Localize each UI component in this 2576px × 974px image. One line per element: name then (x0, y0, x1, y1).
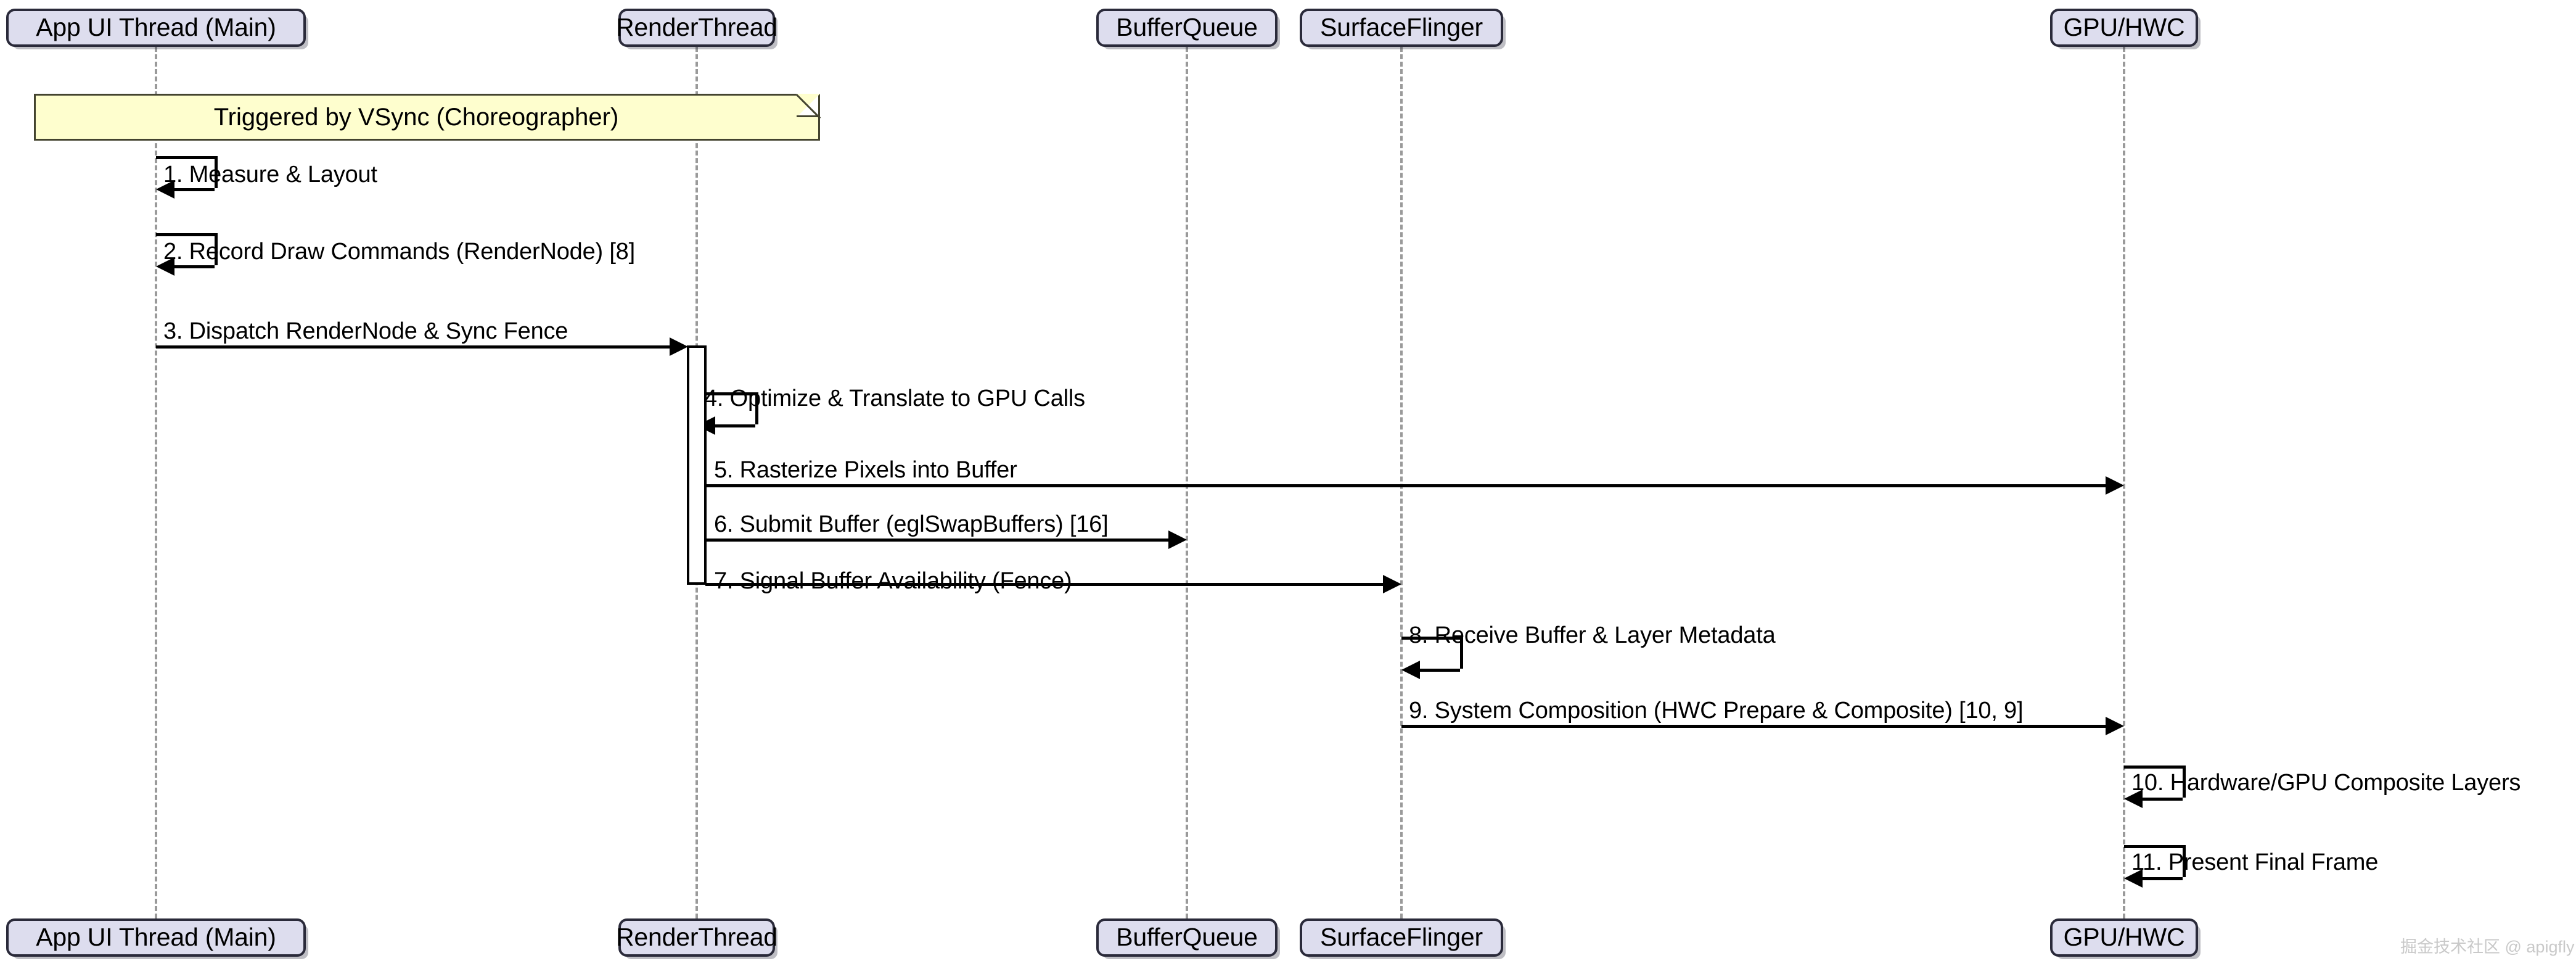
participant-bq-bottom[interactable]: BufferQueue (1096, 918, 1278, 957)
msg-2-label: 2. Record Draw Commands (RenderNode) [8] (163, 239, 635, 265)
participant-label: RenderThread (616, 923, 777, 952)
msg-1-self-right (215, 156, 218, 188)
msg-11-self-right (2183, 845, 2186, 877)
participant-sf-bottom[interactable]: SurfaceFlinger (1300, 918, 1503, 957)
msg-1-arrowhead (156, 180, 174, 199)
msg-5-arrowhead (2106, 476, 2124, 495)
msg-9-arrowhead (2106, 717, 2124, 735)
watermark-text: 掘金技术社区 @ apigfly (2400, 938, 2575, 956)
msg-7-label: 7. Signal Buffer Availability (Fence) (714, 568, 1072, 594)
msg-1-label: 1. Measure & Layout (163, 162, 377, 188)
participant-ui-bottom[interactable]: App UI Thread (Main) (6, 918, 306, 957)
msg-9-line (1401, 725, 2108, 728)
msg-2-self-bottom (174, 265, 215, 268)
participant-bq-top[interactable]: BufferQueue (1096, 9, 1278, 47)
msg-2-self-right (215, 233, 218, 265)
participant-label: BufferQueue (1116, 923, 1258, 952)
lifeline-gpu (2123, 47, 2125, 918)
msg-10-arrowhead (2124, 790, 2143, 808)
note-fold-bottom-line (797, 115, 820, 117)
msg-7-arrowhead (1383, 575, 1401, 593)
msg-4-label: 4. Optimize & Translate to GPU Calls (704, 386, 1085, 411)
msg-8-self-right (1460, 637, 1463, 669)
participant-label: SurfaceFlinger (1320, 923, 1483, 952)
msg-4-self-bottom (715, 424, 755, 427)
lifeline-sf (1400, 47, 1403, 918)
lifeline-ui (155, 47, 157, 918)
participant-label: App UI Thread (Main) (36, 923, 276, 952)
note-corner-cut (797, 94, 820, 117)
participant-label: GPU/HWC (2063, 13, 2185, 42)
participant-gpu-top[interactable]: GPU/HWC (2050, 9, 2198, 47)
participant-label: GPU/HWC (2063, 923, 2185, 952)
participant-label: RenderThread (616, 13, 777, 42)
participant-label: SurfaceFlinger (1320, 13, 1483, 42)
msg-2-self-top (156, 233, 215, 236)
participant-rt-top[interactable]: RenderThread (616, 9, 777, 47)
participant-gpu-bottom[interactable]: GPU/HWC (2050, 918, 2198, 957)
msg-3-label: 3. Dispatch RenderNode & Sync Fence (163, 318, 568, 344)
msg-8-label: 8. Receive Buffer & Layer Metadata (1409, 622, 1776, 648)
msg-4-self-right (755, 392, 758, 424)
msg-2-arrowhead (156, 257, 174, 276)
msg-1-self-top (156, 156, 215, 159)
msg-1-self-bottom (174, 188, 215, 191)
msg-4-self-top (697, 392, 755, 395)
msg-10-self-top (2124, 766, 2183, 769)
msg-5-line (705, 484, 2108, 487)
lifeline-bq (1186, 47, 1188, 918)
vsync-note: Triggered by VSync (Choreographer) (34, 94, 820, 141)
msg-5-label: 5. Rasterize Pixels into Buffer (714, 457, 1017, 483)
msg-9-label: 9. System Composition (HWC Prepare & Com… (1409, 698, 2024, 724)
msg-6-line (705, 539, 1171, 542)
msg-8-arrowhead (1401, 661, 1420, 679)
msg-11-self-top (2124, 845, 2183, 848)
participant-label: BufferQueue (1116, 13, 1258, 42)
participant-rt-bottom[interactable]: RenderThread (616, 918, 777, 957)
msg-11-label: 11. Present Final Frame (2131, 849, 2379, 875)
msg-6-label: 6. Submit Buffer (eglSwapBuffers) [16] (714, 511, 1109, 537)
msg-11-self-bottom (2143, 877, 2183, 880)
participant-ui-top[interactable]: App UI Thread (Main) (6, 9, 306, 47)
msg-6-arrowhead (1168, 530, 1187, 549)
msg-11-arrowhead (2124, 869, 2143, 888)
msg-7-line (705, 583, 1385, 586)
participant-label: App UI Thread (Main) (36, 13, 276, 42)
participant-sf-top[interactable]: SurfaceFlinger (1300, 9, 1503, 47)
msg-10-label: 10. Hardware/GPU Composite Layers (2131, 770, 2521, 796)
msg-3-line (156, 345, 672, 349)
msg-3-arrowhead (670, 337, 688, 356)
note-text: Triggered by VSync (Choreographer) (213, 103, 619, 131)
msg-8-self-bottom (1420, 669, 1460, 672)
activation-bar-renderthread (687, 345, 707, 585)
msg-10-self-right (2183, 766, 2186, 798)
msg-8-self-top (1401, 637, 1460, 640)
msg-10-self-bottom (2143, 798, 2183, 801)
